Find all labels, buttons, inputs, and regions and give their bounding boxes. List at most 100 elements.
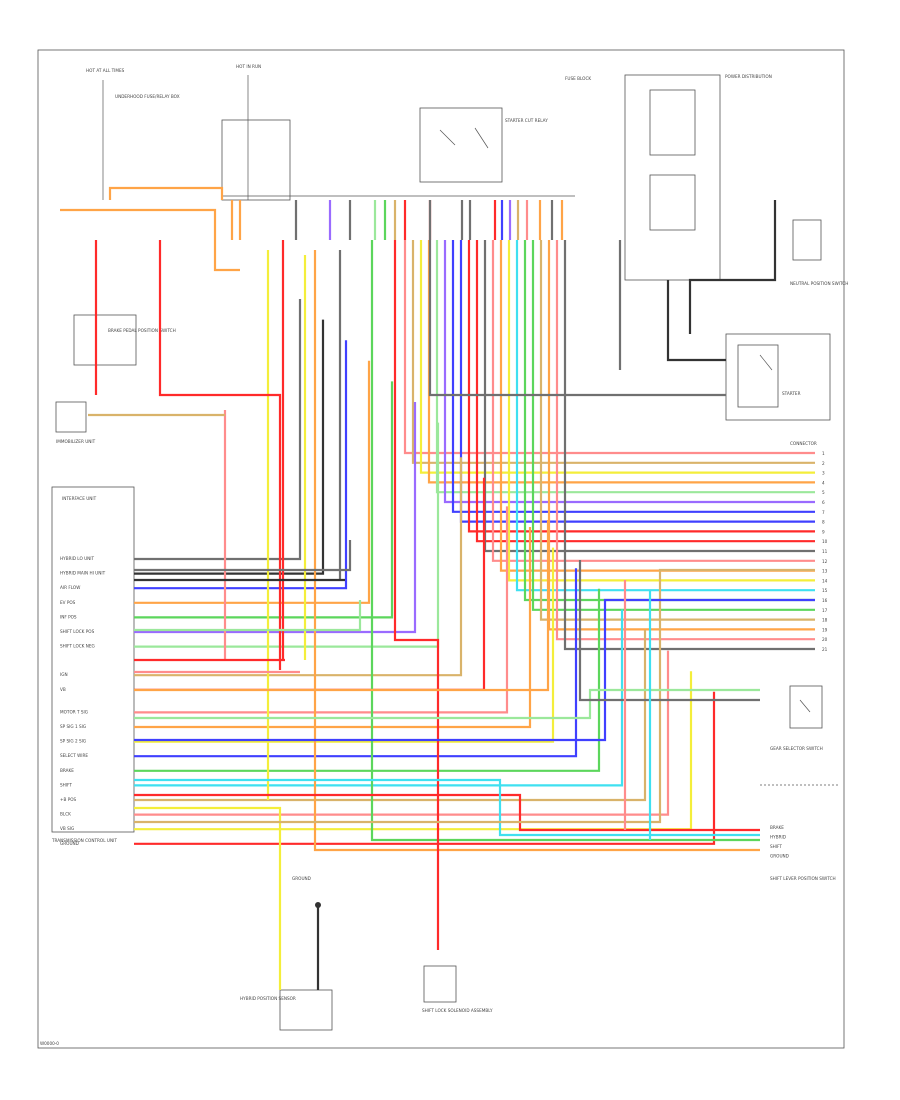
ecm-pin-label: EV POS — [60, 600, 76, 605]
ecm-pin-label: SHIFT LOCK POS — [60, 629, 95, 634]
wire-ecm-pin — [134, 547, 555, 743]
fuse-hot-at-all-times: HOT AT ALL TIMES UNDERHOOD FUSE/RELAY BO… — [86, 68, 180, 200]
wire-orange-bottom — [313, 250, 760, 852]
right-connector-header: CONNECTOR — [790, 441, 817, 446]
ecm-pin-label: VB SIG — [60, 826, 74, 831]
wire-gray-gear — [578, 560, 760, 702]
wire-right-connector — [563, 240, 815, 651]
right-pin-label: 21 — [822, 647, 828, 652]
wire-right-connector — [459, 240, 815, 523]
ecm-pin-label: SP SIG 1 SIG — [60, 724, 86, 729]
wire-ecm-pin — [134, 527, 532, 729]
ecm-pin-label: GROUND — [60, 841, 79, 846]
wire-orange-switch — [60, 208, 240, 272]
wire-orange-motor — [134, 520, 550, 692]
bottom-components: HYBRID POSITION SENSOR GROUND SHIFT LOCK… — [40, 876, 493, 1046]
starter-relay-label: STARTER CUT RELAY — [505, 118, 548, 123]
bottom-right-pin-label: BRAKE — [770, 825, 784, 830]
ecm-pin-label: VB — [60, 687, 66, 692]
power-distribution: POWER DISTRIBUTION FUSE BLOCK NEUTRAL PO… — [565, 74, 848, 286]
ecm-pin-label: SP SIG 2 SIG — [60, 739, 86, 744]
ecm-name-label: TRANSMISSION CONTROL UNIT — [51, 838, 117, 843]
wire-ecm-pin — [134, 299, 302, 561]
right-pin-label: 6 — [822, 500, 825, 505]
wire-ecm-pin — [134, 340, 348, 590]
wires — [60, 186, 815, 990]
wire-ecm-pin — [134, 588, 601, 772]
gear-selector-label: GEAR SELECTOR SWITCH — [770, 746, 823, 751]
wire-right-connector — [555, 240, 815, 641]
right-pin-label: 11 — [822, 549, 828, 554]
hot-at-all-times-label: HOT AT ALL TIMES — [86, 68, 125, 73]
wire-right-connector — [515, 240, 815, 592]
wire-red-loop — [158, 240, 282, 670]
wire-right-connector — [427, 240, 815, 484]
wire-blue-select — [134, 598, 815, 742]
right-pin-label: 7 — [822, 510, 825, 515]
wire-ecm-pin — [134, 319, 325, 575]
wire-ecm-pin — [134, 609, 624, 787]
bottom-right-pin-label: GROUND — [770, 854, 789, 859]
ground-label: GROUND — [292, 876, 311, 881]
fuse-hot-in-run: HOT IN RUN — [221, 64, 575, 201]
ecm-pin-label: SHIFT LOCK NEG — [60, 644, 95, 649]
wire-right-connector — [531, 240, 815, 611]
right-pin-label: 19 — [822, 627, 828, 632]
underhood-fuse-label: UNDERHOOD FUSE/RELAY BOX — [115, 94, 180, 99]
wire-ecm-pin — [134, 691, 716, 845]
wire-gray-hybrid-lo — [134, 540, 352, 572]
bottom-right-pin-label: HYBRID — [770, 835, 786, 840]
wire-ecm-pin — [134, 381, 394, 619]
brake-switch-label: BRAKE PEDAL POSITION SWITCH — [108, 328, 176, 333]
wire-right-connector — [443, 240, 815, 504]
shift-lock-box — [423, 965, 457, 1003]
wire-red-brake — [134, 793, 760, 832]
right-connector: CONNECTOR 123456789101112131415161718192… — [790, 441, 828, 652]
wire-ecm-pin — [134, 457, 463, 677]
wire-ecm-pin — [134, 630, 647, 802]
right-note-label: SHIFT LEVER POSITION SWITCH — [770, 876, 836, 881]
starter-cut-relay: STARTER CUT RELAY — [419, 107, 548, 183]
wire-right-connector — [403, 240, 815, 455]
page-frame — [37, 49, 845, 1049]
ecm-pin-label: SHIFT — [60, 782, 72, 787]
wire-orange-hot — [108, 186, 224, 200]
wire-lightgreen-shift — [134, 600, 362, 632]
starter-label: STARTER — [782, 391, 801, 396]
ecm-pin-label: AIR FLOW — [60, 585, 80, 590]
wire-right-connector — [475, 240, 815, 543]
ecm-pin-label: SELECT WIRE — [60, 753, 88, 758]
wire-lightgreen — [134, 688, 760, 720]
wire-right-connector — [507, 240, 815, 582]
wire-cyan-hybrid — [134, 778, 760, 837]
wire-yellow-hybrid — [134, 806, 282, 990]
footer-code: W0000-0 — [40, 1041, 59, 1046]
ecm-header: INTERFACE UNIT — [62, 496, 97, 501]
right-pin-label: 16 — [822, 598, 828, 603]
immobilizer-label: IMMOBILIZER UNIT — [56, 439, 96, 444]
right-pin-label: 14 — [822, 578, 828, 583]
neutral-switch-label: NEUTRAL POSITION SWITCH — [790, 281, 848, 286]
right-pin-label: 5 — [822, 490, 825, 495]
wire-black-starter — [666, 280, 726, 362]
right-pin-label: 20 — [822, 637, 828, 642]
wire-right-connector — [419, 240, 815, 474]
fuse-block-label: FUSE BLOCK — [565, 76, 591, 81]
ecm-pin-label: BRAKE — [60, 768, 74, 773]
ecm-pin-label: MOTOR T SIG — [60, 709, 88, 714]
right-pin-label: 18 — [822, 618, 828, 623]
hybrid-sensor-label: HYBRID POSITION SENSOR — [240, 996, 296, 1001]
right-pin-label: 3 — [822, 471, 825, 476]
wire-ecm-pin — [134, 402, 417, 634]
wire-right-connector — [451, 240, 815, 513]
ecm-pin-label: HYBRID LO UNIT — [60, 556, 95, 561]
wire-right-connector — [467, 240, 815, 533]
wire-right-connector — [539, 240, 815, 621]
right-pin-label: 1 — [822, 451, 825, 456]
right-pin-label: 12 — [822, 559, 828, 564]
brake-switch-area: BRAKE PEDAL POSITION SWITCH IMMOBILIZER … — [55, 314, 176, 444]
hot-in-run-label: HOT IN RUN — [236, 64, 261, 69]
